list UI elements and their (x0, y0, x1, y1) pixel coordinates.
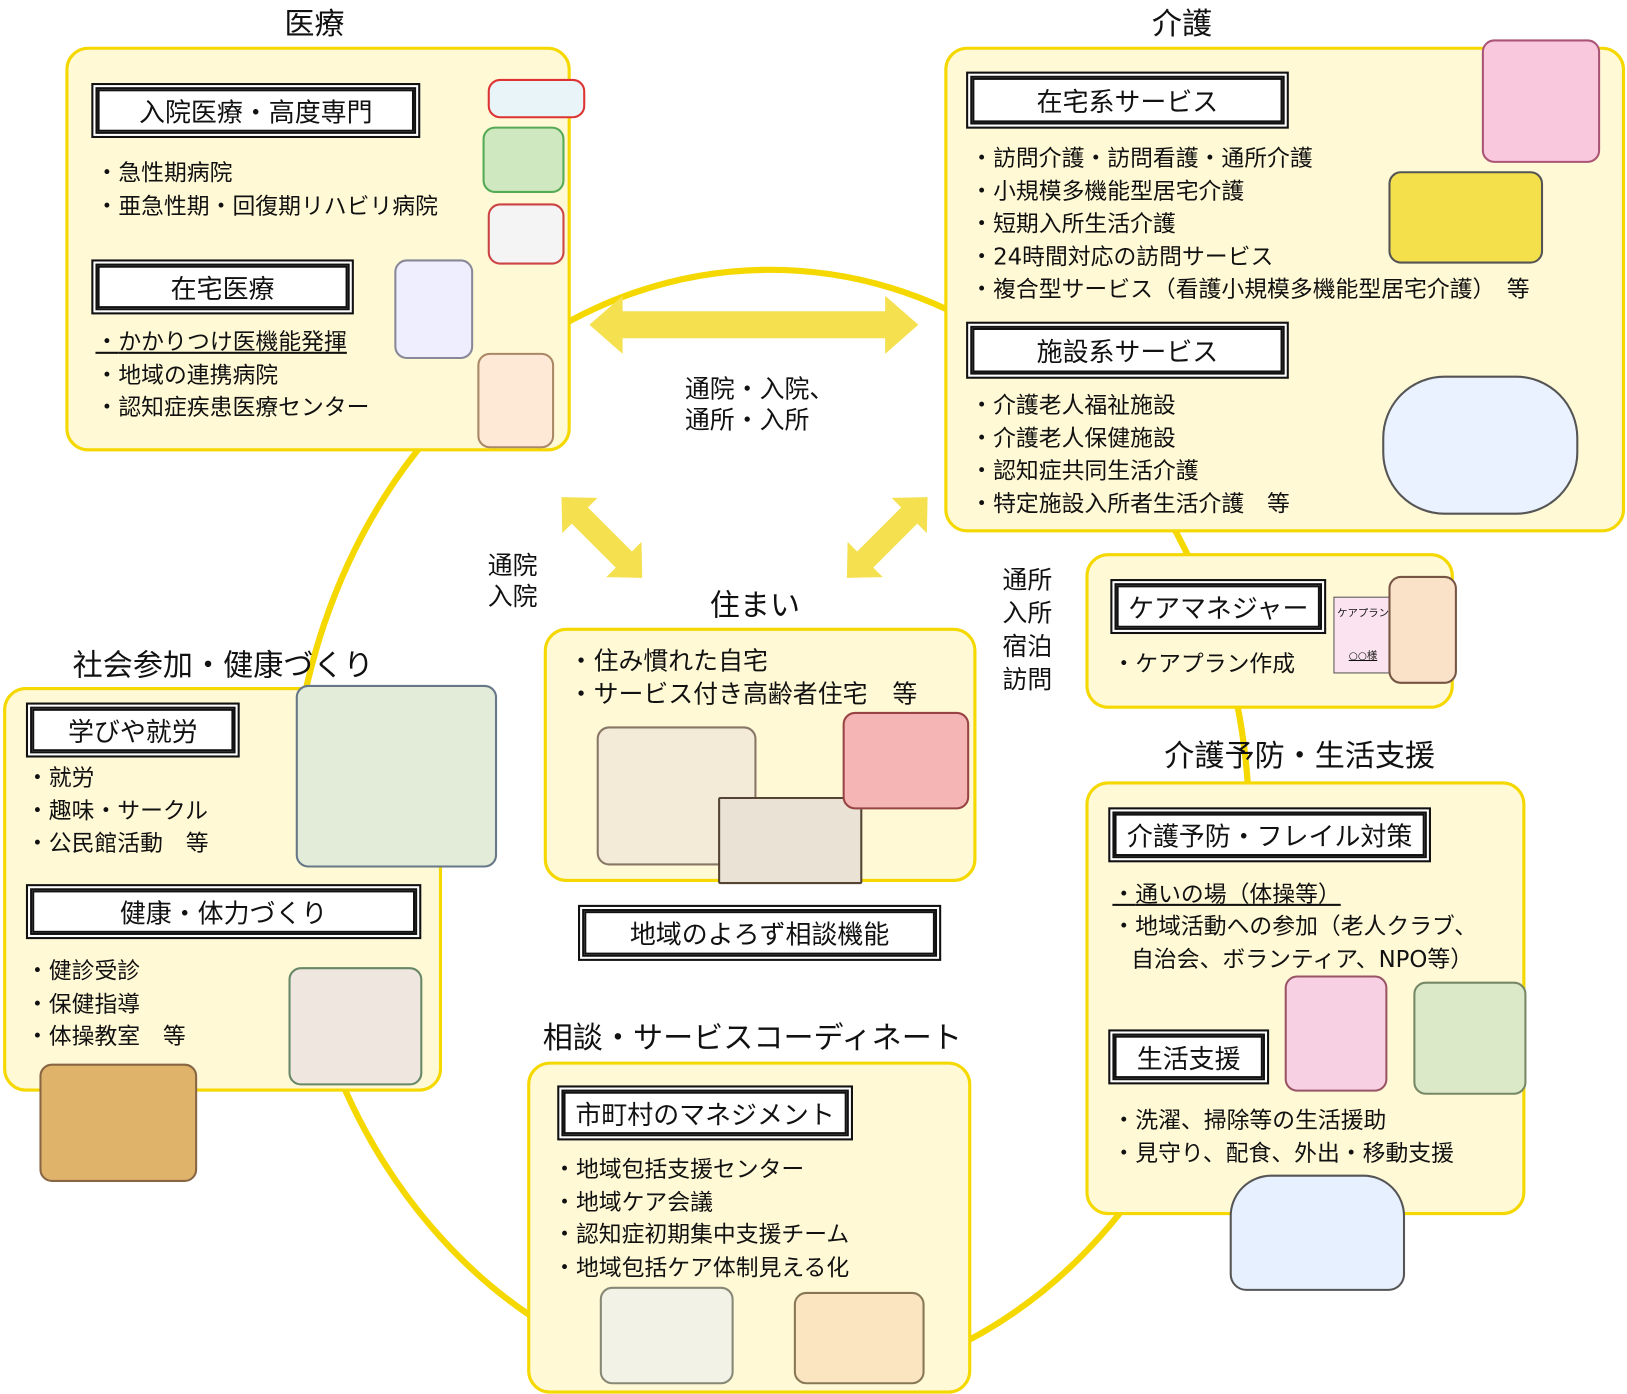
social-title: 社会参加・健康づくり (72, 647, 374, 683)
ambulance-illustration (487, 203, 565, 265)
care-plan-doc-name: ○○様 (1348, 650, 1378, 663)
double-arrow-horizontal (589, 295, 919, 354)
list-item: 体操教室 等 (26, 1021, 186, 1054)
doctor-illustration (394, 259, 474, 360)
list-item: 複合型サービス（看護小規模多機能型居宅介護） 等 (970, 274, 1530, 307)
list-item: かかりつけ医機能発揮 (95, 327, 369, 360)
wheelchair-illustration (1382, 375, 1579, 515)
care-plan-doc-title: ケアプラン (1337, 608, 1389, 620)
list-item: 就労 (26, 763, 209, 796)
list-item: 見守り、配食、外出・移動支援 (1112, 1138, 1454, 1171)
stretching-illustration (1284, 975, 1388, 1092)
list-item-text: 見守り、配食、外出・移動支援 (1135, 1140, 1454, 1167)
doctor-illustration (477, 352, 555, 449)
health-list: 健診受診 保健指導 体操教室 等 (26, 956, 186, 1054)
care-manager-list: ケアプラン作成 (1112, 649, 1295, 682)
list-item: 介護老人保健施設 (970, 423, 1290, 456)
home-medical-header: 在宅医療 (91, 259, 354, 315)
home-services-list: 訪問介護・訪問看護・通所介護 小規模多機能型居宅介護 短期入所生活介護 24時間… (970, 143, 1530, 307)
left-arrow-label: 通院 入院 (487, 551, 538, 612)
housing-list: 住み慣れた自宅 サービス付き高齢者住宅 等 (569, 645, 918, 710)
care-manager-illustration (1388, 575, 1457, 684)
care-plan-document: ケアプラン ○○様 (1333, 596, 1393, 674)
list-item: 特定施設入所者生活介護 等 (970, 488, 1290, 521)
list-item: 24時間対応の訪問サービス (970, 241, 1529, 274)
list-item: 短期入所生活介護 (970, 209, 1529, 242)
consultation-function-box: 地域のよろず相談機能 (577, 904, 942, 961)
prevention-title: 介護予防・生活支援 (1164, 737, 1436, 774)
facility-services-header: 施設系サービス (966, 321, 1289, 379)
list-item: 住み慣れた自宅 (569, 645, 918, 678)
inpatient-header: 入院医療・高度専門 (91, 83, 421, 139)
list-item: 公民館活動 等 (26, 828, 209, 861)
list-item: 訪問介護・訪問看護・通所介護 (970, 143, 1529, 176)
list-item: 認知症初期集中支援チーム (553, 1219, 849, 1252)
family-sofa-illustration (842, 711, 970, 810)
list-item: 亜急性期・回復期リハビリ病院 (95, 190, 438, 223)
living-support-list: 洗濯、掃除等の生活援助 見守り、配食、外出・移動支援 (1112, 1105, 1454, 1170)
frailty-item-continuation: 自治会、ボランティア、NPO等） (1131, 947, 1474, 974)
list-item: 地域の連携病院 (95, 360, 369, 393)
frailty-list: 通いの場（体操等） 地域活動への参加（老人クラブ、 (1112, 881, 1477, 941)
list-item: ケアプラン作成 (1112, 649, 1295, 682)
house-illustration (718, 796, 863, 885)
health-header: 健康・体力づくり (25, 884, 422, 940)
list-item: 趣味・サークル (26, 795, 209, 828)
living-support-header: 生活支援 (1108, 1029, 1270, 1085)
bathing-care-illustration (1481, 39, 1601, 163)
helicopter-illustration (487, 78, 586, 119)
exercise-illustration (288, 967, 423, 1086)
list-item: 小規模多機能型居宅介護 (970, 176, 1529, 209)
list-item: 地域包括ケア体制見える化 (553, 1252, 849, 1285)
home-medical-list: かかりつけ医機能発揮 地域の連携病院 認知症疾患医療センター (95, 327, 369, 425)
learning-list: 就労 趣味・サークル 公民館活動 等 (26, 763, 209, 861)
care-van-illustration (1388, 171, 1544, 264)
home-services-header: 在宅系サービス (966, 71, 1289, 129)
elderly-couple-illustration (596, 726, 757, 866)
list-item: 保健指導 (26, 988, 186, 1021)
list-item: 洗濯、掃除等の生活援助 (1112, 1105, 1454, 1138)
care-manager-header: ケアマネジャー (1110, 579, 1327, 635)
housing-title: 住まい (709, 587, 801, 623)
list-item: 認知症共同生活介護 (970, 456, 1290, 489)
list-item: 健診受診 (26, 956, 186, 989)
coordination-list: 地域包括支援センター 地域ケア会議 認知症初期集中支援チーム 地域包括ケア体制見… (553, 1154, 849, 1285)
municipal-management-header: 市町村のマネジメント (557, 1085, 853, 1141)
list-item: 地域ケア会議 (553, 1187, 849, 1220)
care-title: 介護 (1151, 6, 1213, 42)
meeting-presentation-illustration (599, 1286, 734, 1385)
list-item: 地域包括支援センター (553, 1154, 849, 1187)
list-item: 介護老人福祉施設 (970, 390, 1290, 423)
hospital-illustration (482, 126, 565, 194)
top-arrow-label: 通院・入院、 通所・入所 (684, 374, 835, 435)
coordination-title: 相談・サービスコーディネート (542, 1020, 962, 1056)
list-item: サービス付き高齢者住宅 等 (569, 678, 918, 711)
medical-title: 医療 (284, 6, 345, 42)
list-item: 認知症疾患医療センター (95, 392, 369, 425)
inpatient-list: 急性期病院 亜急性期・回復期リハビリ病院 (95, 158, 438, 223)
transport-van-illustration (1229, 1174, 1406, 1291)
frailty-header: 介護予防・フレイル対策 (1108, 807, 1431, 863)
list-item: 地域活動への参加（老人クラブ、 (1112, 913, 1477, 941)
list-item: 急性期病院 (95, 158, 437, 191)
community-group-illustration (295, 684, 498, 868)
right-arrow-label: 通所 入所 宿泊 訪問 (1002, 565, 1053, 695)
list-item: 通いの場（体操等） (1112, 881, 1477, 909)
learning-header: 学びや就労 (25, 702, 240, 758)
gardening-illustration (1413, 981, 1527, 1095)
double-arrow-left-diagonal (561, 497, 643, 578)
conference-table-illustration (793, 1291, 925, 1385)
dining-illustration (39, 1063, 198, 1182)
double-arrow-right-diagonal (846, 497, 928, 578)
facility-services-list: 介護老人福祉施設 介護老人保健施設 認知症共同生活介護 特定施設入所者生活介護 … (970, 390, 1290, 521)
